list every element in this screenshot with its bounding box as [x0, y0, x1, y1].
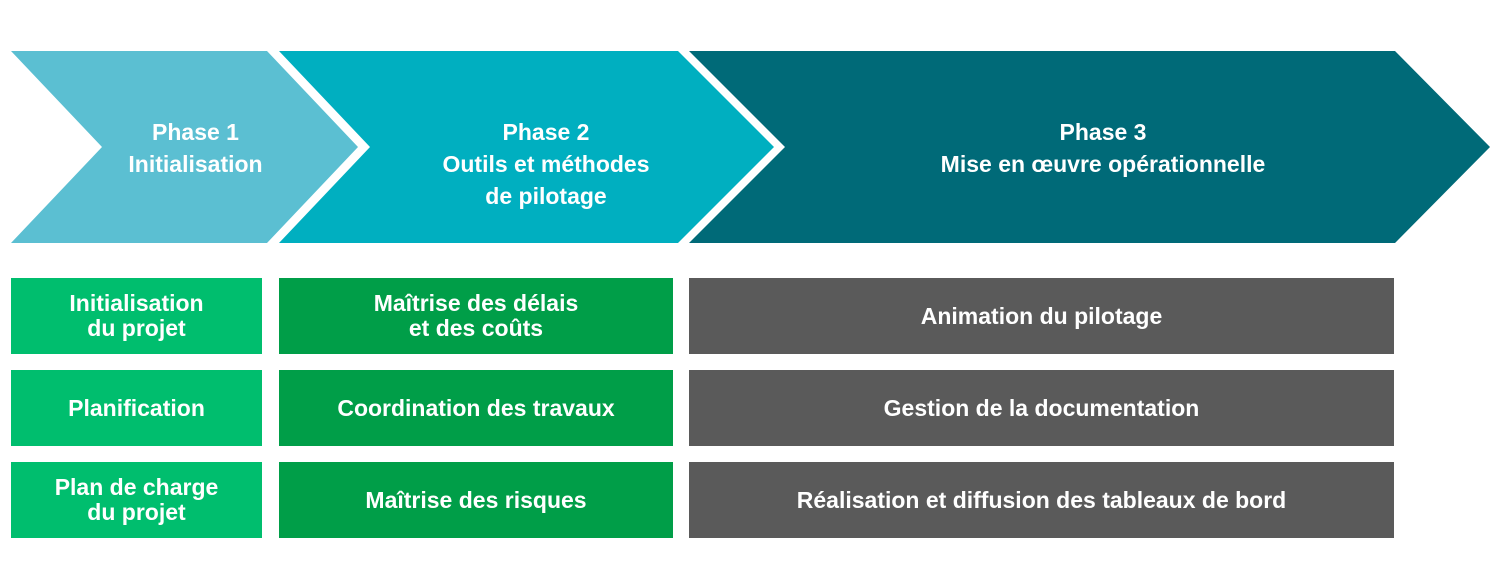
- phase-3-label: Phase 3 Mise en œuvre opérationnelle: [853, 116, 1353, 180]
- task-maitrise-risques: Maîtrise des risques: [279, 462, 673, 538]
- task-label: Réalisation et diffusion des tableaux de…: [796, 486, 1287, 513]
- task-label: Animation du pilotage: [920, 302, 1163, 329]
- phase-1-subtitle: Initialisation: [128, 151, 263, 177]
- phase-2-label: Phase 2 Outils et méthodes de pilotage: [396, 116, 696, 212]
- phase-2-subtitle-line-2: de pilotage: [485, 183, 607, 209]
- task-label: Maîtrise des délais et des coûts: [373, 290, 579, 341]
- phase-1-label: Phase 1 Initialisation: [103, 116, 288, 180]
- task-plan-de-charge: Plan de charge du projet: [11, 462, 262, 538]
- phase-1-arrow: [11, 51, 358, 243]
- task-label: Coordination des travaux: [337, 394, 615, 421]
- task-gestion-documentation: Gestion de la documentation: [689, 370, 1394, 446]
- task-label: Plan de charge du projet: [54, 474, 219, 525]
- task-label: Planification: [68, 394, 205, 421]
- phase-3-arrow: [689, 51, 1490, 243]
- task-initialisation-du-projet: Initialisation du projet: [11, 278, 262, 354]
- task-tableaux-de-bord: Réalisation et diffusion des tableaux de…: [689, 462, 1394, 538]
- phase-2-title: Phase 2: [502, 119, 590, 145]
- phase-3-subtitle: Mise en œuvre opérationnelle: [940, 151, 1266, 177]
- task-planification: Planification: [11, 370, 262, 446]
- task-label: Gestion de la documentation: [883, 394, 1200, 421]
- phase-2-subtitle-line-1: Outils et méthodes: [442, 151, 650, 177]
- task-label: Initialisation du projet: [69, 290, 204, 341]
- task-coordination-travaux: Coordination des travaux: [279, 370, 673, 446]
- task-maitrise-delais-couts: Maîtrise des délais et des coûts: [279, 278, 673, 354]
- phase-2-arrow: [279, 51, 774, 243]
- task-animation-pilotage: Animation du pilotage: [689, 278, 1394, 354]
- phase-1-title: Phase 1: [152, 119, 239, 145]
- phase-3-title: Phase 3: [1059, 119, 1147, 145]
- task-label: Maîtrise des risques: [365, 486, 587, 513]
